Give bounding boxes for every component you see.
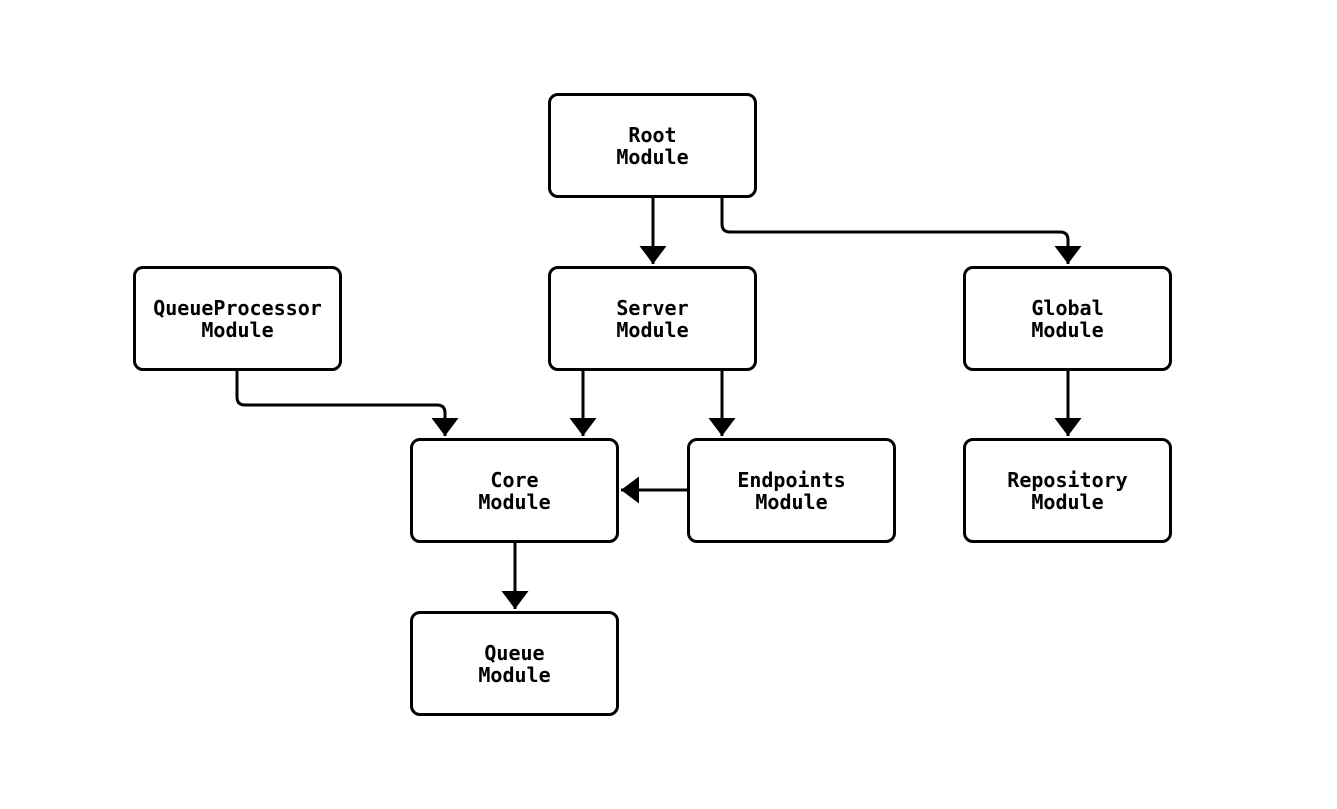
node-label-line2: Module bbox=[478, 662, 551, 687]
node-label-line2: Module bbox=[1031, 317, 1104, 342]
node-label-line1: Queue bbox=[484, 640, 545, 665]
node-label-line1: Core bbox=[490, 467, 539, 492]
node-label-line2: Module bbox=[201, 317, 274, 342]
node-label-line2: Module bbox=[478, 489, 551, 514]
node-root-module: Root Module bbox=[548, 93, 757, 198]
node-repository-module: Repository Module bbox=[963, 438, 1172, 543]
node-label-line2: Module bbox=[616, 144, 689, 169]
node-label-line1: Global bbox=[1031, 295, 1104, 320]
node-label-line1: Repository bbox=[1007, 467, 1128, 492]
node-label-line1: Server bbox=[616, 295, 689, 320]
node-label-line1: Endpoints bbox=[737, 467, 846, 492]
node-label-line2: Module bbox=[616, 317, 689, 342]
edge-root-to-global bbox=[720, 198, 1082, 264]
node-label-line2: Module bbox=[755, 489, 828, 514]
node-core-module: Core Module bbox=[410, 438, 619, 543]
node-label-line2: Module bbox=[1031, 489, 1104, 514]
node-global-module: Global Module bbox=[963, 266, 1172, 371]
node-endpoints-module: Endpoints Module bbox=[687, 438, 896, 543]
node-queue-module: Queue Module bbox=[410, 611, 619, 716]
edge-queueprocessor-to-core bbox=[235, 371, 459, 436]
node-label-line1: QueueProcessor bbox=[153, 295, 322, 320]
node-server-module: Server Module bbox=[548, 266, 757, 371]
node-queueprocessor-module: QueueProcessor Module bbox=[133, 266, 342, 371]
node-label-line1: Root bbox=[628, 122, 677, 147]
